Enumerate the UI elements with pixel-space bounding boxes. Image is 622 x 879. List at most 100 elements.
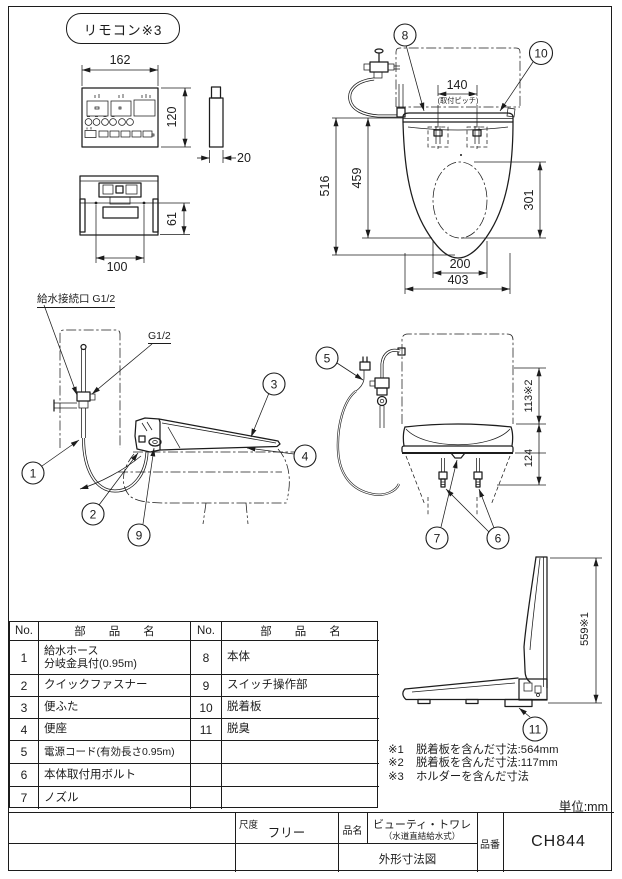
- part-name: 電源コード(有効長さ0.95m): [39, 741, 191, 764]
- footnote-1-text: 脱着板を含んだ寸法:564mm: [416, 744, 559, 756]
- dim-opening-width: 200: [450, 257, 471, 271]
- part-name: 給水ホース 分岐金具付(0.95m): [39, 641, 191, 675]
- remote-label-bubble: リモコン※3: [66, 13, 180, 44]
- product-number-value: CH844: [531, 833, 586, 850]
- thread-label: G1/2: [148, 330, 171, 344]
- remote-side-view: 20: [197, 86, 251, 165]
- part-no: [191, 741, 222, 764]
- product-name-label: 品名: [342, 826, 363, 837]
- part-no: [191, 764, 222, 787]
- part-name: 脱着板: [222, 697, 379, 719]
- top-supply-valve: [348, 48, 404, 118]
- part-no: 1: [10, 641, 39, 675]
- part-no: 4: [10, 719, 39, 741]
- part-name: スイッチ操作部: [222, 675, 379, 697]
- installation-side-view: 1 2 9 3 4: [21, 304, 317, 547]
- part-no: 2: [10, 675, 39, 697]
- footnote-1: ※1 脱着板を含んだ寸法:564mm: [388, 744, 558, 757]
- part-name: 便ふた: [39, 697, 191, 719]
- dim-remote-width: 162: [110, 53, 131, 67]
- part-no: [191, 787, 222, 809]
- callout-4: 4: [302, 450, 309, 464]
- dim-remote-thickness: 20: [237, 151, 251, 165]
- title-block-divider: [338, 813, 339, 872]
- footnote-1-ref: ※1: [388, 744, 404, 756]
- remote-front-view: 162 120: [81, 53, 191, 148]
- part-name: クイックファスナー: [39, 675, 191, 697]
- part-no: 11: [191, 719, 222, 741]
- mounting-bolts-top: [427, 126, 488, 149]
- scale-value: フリー: [267, 826, 306, 840]
- part-name: 脱臭: [222, 719, 379, 741]
- part-name: [222, 787, 379, 809]
- product-number-label: 品番: [480, 840, 500, 851]
- part-name: 本体取付用ボルト: [39, 764, 191, 787]
- seat-unit-side: [134, 417, 281, 453]
- dim-pitch-note: (取付ピッチ): [438, 96, 479, 105]
- part-no: 10: [191, 697, 222, 719]
- product-name-line2: （水道直結給水式）: [383, 831, 461, 841]
- callout-7: 7: [434, 532, 441, 546]
- scale-label: 尺度: [239, 820, 259, 831]
- callout-6: 6: [495, 532, 502, 546]
- callout-3: 3: [271, 378, 278, 392]
- dim-opening-depth: 301: [522, 190, 536, 211]
- dim-holder-width: 100: [107, 260, 128, 274]
- product-name-line1: ビューティ・トワレ: [372, 819, 472, 831]
- parts-header-no-right: No.: [191, 622, 222, 641]
- part-no: 5: [10, 741, 39, 764]
- parts-header-no-left: No.: [10, 622, 39, 641]
- footnotes: ※1 脱着板を含んだ寸法:564mm ※2 脱着板を含んだ寸法:117mm ※3…: [388, 744, 558, 784]
- callout-5: 5: [324, 352, 331, 366]
- dim-body-width: 403: [448, 273, 469, 287]
- unit-label: 単位:mm: [558, 800, 608, 814]
- parts-table: No. 部 品 名 No. 部 品 名 1 給水ホース 分岐金具付(0.95m)…: [9, 621, 379, 809]
- part-no: 9: [191, 675, 222, 697]
- remote-holder-view: 61 100: [79, 175, 190, 274]
- parts-header-name-right: 部 品 名: [222, 622, 379, 641]
- dim-open-height: 559※1: [579, 612, 591, 646]
- part-no: 6: [10, 764, 39, 787]
- dim-remote-height: 120: [165, 107, 179, 128]
- dim-rear-upper: 113※2: [523, 380, 535, 413]
- remote-label: リモコン※3: [83, 22, 163, 38]
- drawing-frame: [8, 6, 612, 871]
- rear-view: 113※2 124 5 7 6: [315, 333, 546, 550]
- footnote-2: ※2 脱着板を含んだ寸法:117mm: [388, 757, 558, 770]
- callout-9: 9: [136, 529, 143, 543]
- part-name: 本体: [222, 641, 379, 675]
- water-inlet-label: 給水接続口 G1/2: [37, 291, 116, 308]
- dim-holder-height: 61: [165, 212, 179, 226]
- mounting-bolts-rear: [438, 458, 483, 488]
- part-no: 8: [191, 641, 222, 675]
- callout-2: 2: [90, 508, 97, 522]
- footnote-3-ref: ※3: [388, 770, 404, 783]
- callout-1: 1: [30, 467, 37, 481]
- part-name: [222, 764, 379, 787]
- parts-header-name-left: 部 品 名: [39, 622, 191, 641]
- title-block-divider: [8, 843, 477, 844]
- part-name: ノズル: [39, 787, 191, 809]
- callout-11: 11: [529, 723, 542, 737]
- callout-8: 8: [402, 29, 409, 43]
- remote-round-buttons: [84, 116, 134, 126]
- toilet-top-view: 140 (取付ピッチ) 516 459 301 200 403: [318, 23, 554, 294]
- remote-bottom-buttons: [84, 127, 155, 138]
- title-block-divider: [477, 813, 478, 872]
- title-block: 尺度 フリー 品名 ビューティ・トワレ （水道直結給水式） 外形寸法図 品番 C…: [8, 812, 614, 872]
- dim-total-depth: 516: [318, 176, 332, 197]
- lid-open-side-view: 559※1 11: [402, 556, 602, 742]
- footnote-3: ※3 ホルダーを含んだ寸法: [388, 771, 558, 784]
- dim-pitch: 140: [447, 78, 468, 92]
- part-no: 3: [10, 697, 39, 719]
- title-block-divider: [235, 813, 236, 872]
- dim-rear-lower: 124: [523, 449, 535, 467]
- footnote-2-text: 脱着板を含んだ寸法:117mm: [416, 757, 558, 770]
- part-no: 7: [10, 787, 39, 809]
- title-block-divider: [503, 813, 504, 872]
- part-name: [222, 741, 379, 764]
- callout-10: 10: [534, 47, 548, 61]
- dim-lid-depth: 459: [350, 168, 364, 189]
